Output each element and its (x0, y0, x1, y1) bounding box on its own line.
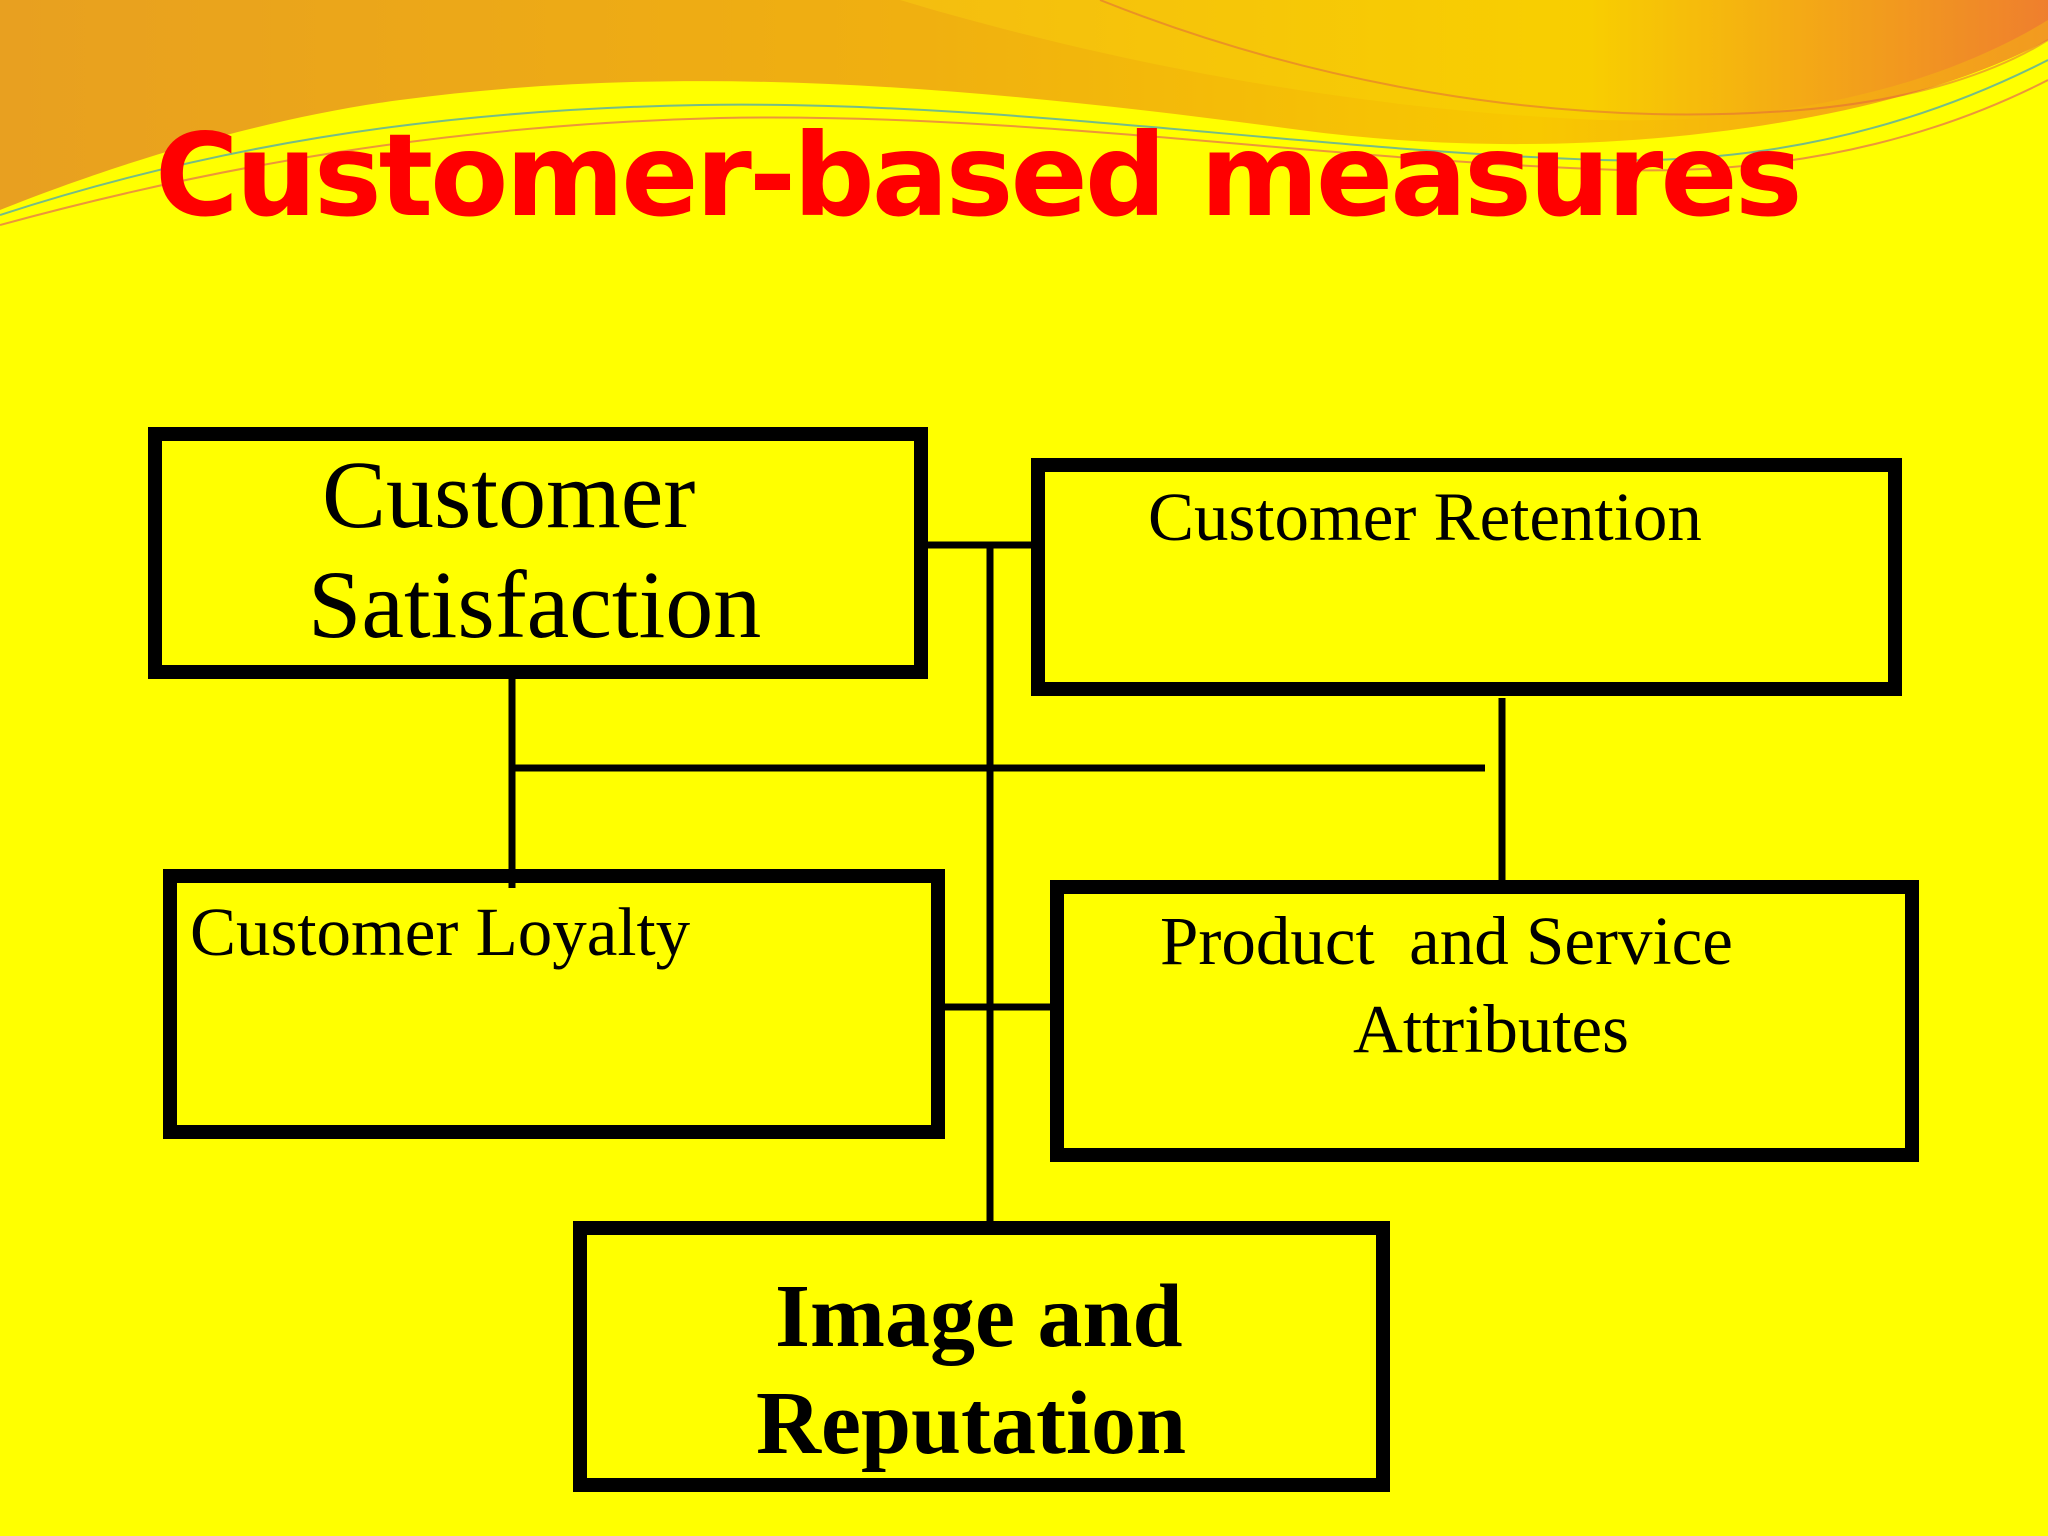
node-image-reputation (573, 1221, 1390, 1492)
node-customer-retention (1031, 458, 1902, 696)
node-product-service-line1: Product and Service (1160, 903, 1733, 979)
node-image-reputation-line2: Reputation (756, 1374, 1187, 1473)
node-product-service-line2: Attributes (1353, 991, 1629, 1067)
node-customer-satisfaction (148, 427, 928, 679)
node-customer-retention-label: Customer Retention (1148, 479, 1702, 555)
slide-title: Customer-based measures (155, 109, 1803, 242)
node-customer-satisfaction-line2: Satisfaction (308, 551, 762, 658)
node-customer-loyalty (163, 869, 945, 1139)
node-customer-loyalty-label: Customer Loyalty (190, 894, 691, 970)
node-customer-satisfaction-line1: Customer (322, 441, 696, 548)
node-product-service-attributes (1050, 880, 1919, 1162)
node-image-reputation-line1: Image and (775, 1267, 1183, 1366)
